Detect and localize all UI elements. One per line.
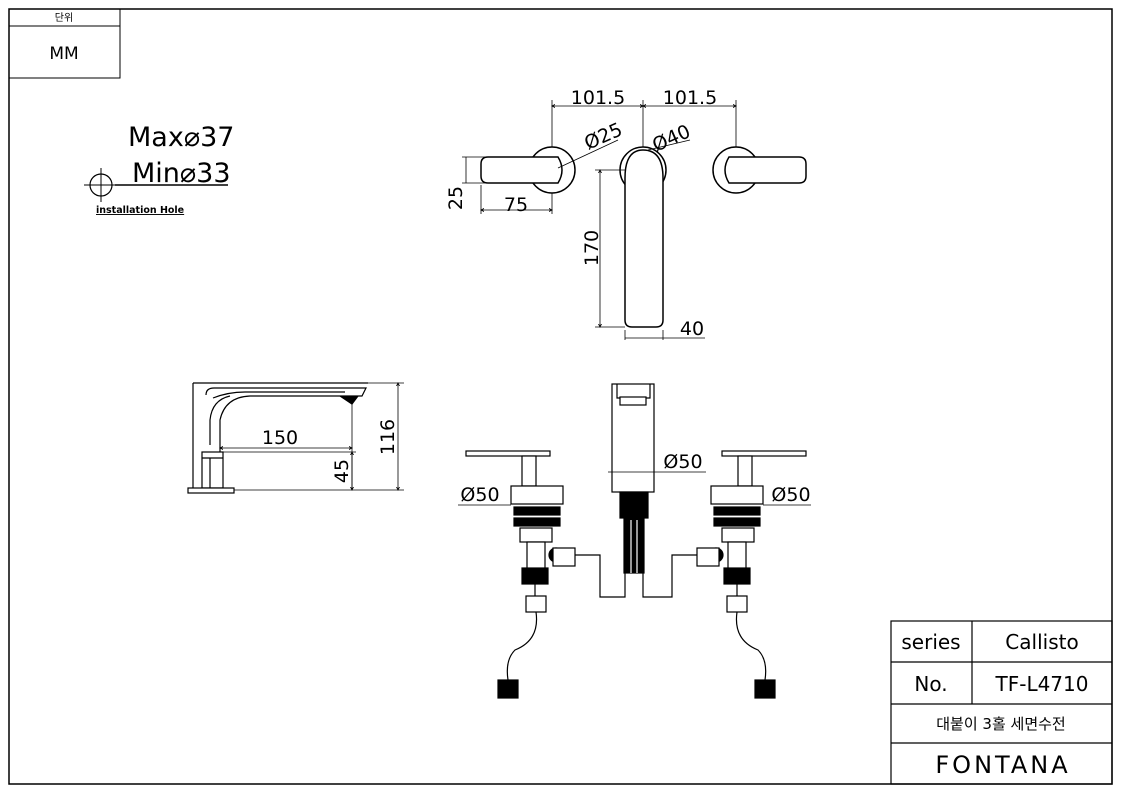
dim-spout-width: 40 — [680, 318, 704, 340]
sheet-border — [8, 8, 1113, 785]
title-series-value: Callisto — [1005, 630, 1078, 654]
title-description: 대붙이 3홀 세면수전 — [936, 715, 1065, 733]
dim-handle-diameter: Ø25 — [581, 119, 626, 155]
dim-spout-diameter: Ø40 — [649, 121, 694, 157]
dim-spout-length: 170 — [581, 230, 603, 266]
installation-hole-spec: Max⌀37 Min⌀33 installation Hole — [84, 122, 234, 216]
dim-right-base-diameter: Ø50 — [771, 484, 810, 506]
install-hole-min: Min⌀33 — [132, 158, 231, 189]
dim-total-height: 116 — [377, 419, 399, 455]
front-view-dimensions — [458, 471, 811, 506]
install-hole-caption: installation Hole — [96, 205, 184, 216]
title-no-label: No. — [914, 672, 947, 696]
dim-left-base-diameter: Ø50 — [460, 484, 499, 506]
title-no-value: TF-L4710 — [995, 672, 1089, 696]
top-view-dimensions — [462, 100, 736, 340]
title-block — [890, 620, 1113, 785]
dim-center-base-diameter: Ø50 — [663, 451, 702, 473]
top-view — [480, 146, 807, 328]
unit-box-header: 단위 — [55, 11, 73, 24]
dim-handle-height: 25 — [445, 186, 467, 210]
title-brand: FONTANA — [935, 751, 1070, 779]
install-hole-max: Max⌀37 — [128, 122, 234, 153]
unit-box-value: MM — [49, 44, 78, 64]
dim-base-height: 45 — [331, 459, 353, 483]
dim-span-left: 101.5 — [571, 87, 625, 109]
dim-handle-length: 75 — [504, 194, 528, 216]
side-view-dimensions — [220, 383, 404, 490]
dim-span-right: 101.5 — [663, 87, 717, 109]
title-series-label: series — [901, 630, 960, 654]
dim-reach: 150 — [262, 427, 298, 449]
unit-box: 단위 MM — [8, 8, 121, 79]
front-view — [465, 383, 807, 699]
